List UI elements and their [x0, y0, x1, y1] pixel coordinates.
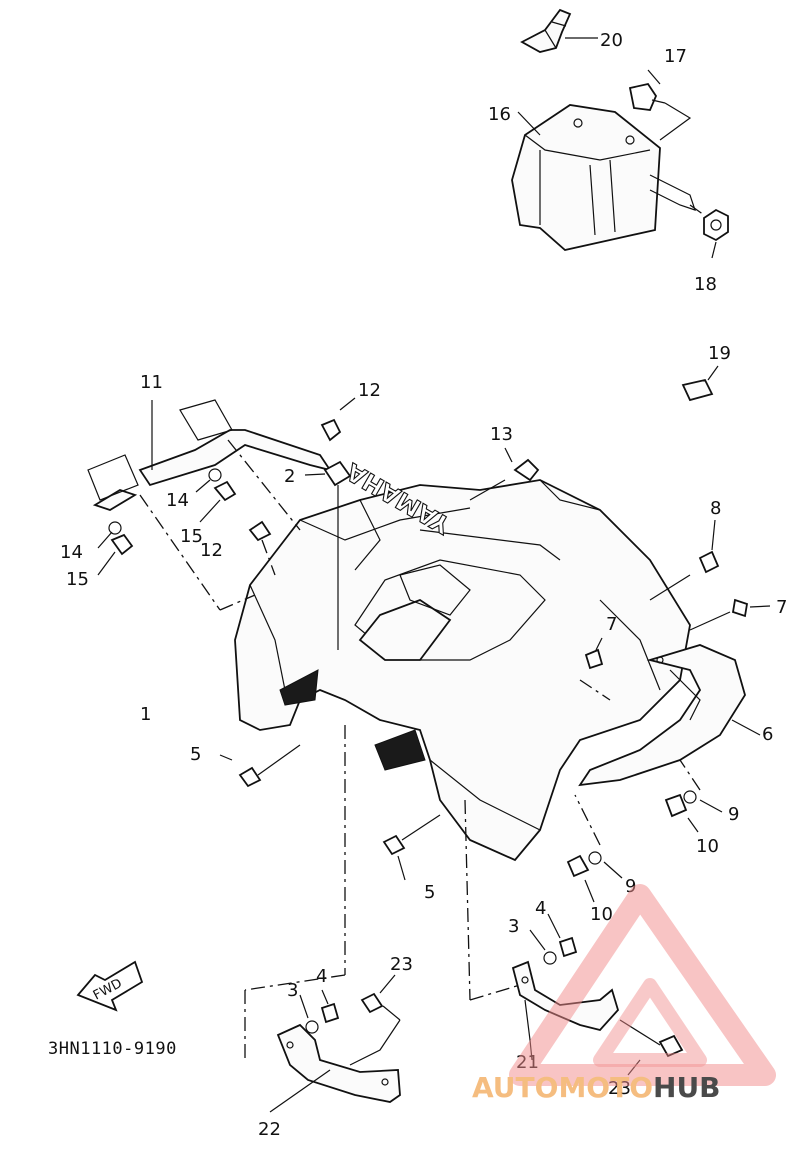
part-clip-20	[520, 8, 598, 53]
callout-label: 22	[258, 1119, 281, 1140]
callout-label: 7	[606, 614, 617, 635]
callout-label: 3	[287, 980, 298, 1001]
callout-label: 11	[140, 372, 163, 393]
callout-label: 5	[424, 882, 435, 903]
callout-label: 10	[590, 904, 613, 925]
callout-label: 10	[696, 836, 719, 857]
callout-label: 14	[166, 490, 189, 511]
callout-label: 4	[316, 966, 327, 987]
fwd-arrow-icon: FWD	[76, 960, 144, 1012]
callout-label: 14	[60, 542, 83, 563]
callout-label: 19	[708, 343, 731, 364]
callout-label: 4	[535, 898, 546, 919]
brand-text: AUTOMOTOHUB	[472, 1071, 721, 1104]
callout-label: 15	[180, 526, 203, 547]
callout-label: 12	[200, 540, 223, 561]
callout-label: 12	[358, 380, 381, 401]
bolt-2	[304, 460, 352, 650]
callout-label: 3	[508, 916, 519, 937]
part-19-plate	[681, 365, 719, 402]
part-cover-16	[511, 104, 696, 251]
callout-label: 1	[140, 704, 151, 725]
nut-18	[689, 204, 729, 259]
callout-label: 17	[664, 46, 687, 67]
callout-label: 2	[284, 466, 295, 487]
washer-nut-3-4-left	[299, 989, 340, 1034]
part-code: 3HN1110-9190	[48, 1039, 177, 1059]
callout-label: 13	[490, 424, 513, 445]
callout-label: 8	[710, 498, 721, 519]
bolt-5-left	[219, 744, 301, 788]
bolt-8	[649, 519, 720, 601]
bolt-7-mid	[579, 637, 611, 701]
callout-label: 18	[694, 274, 717, 295]
washer-nut-3-4-right	[529, 913, 578, 965]
callout-label: 16	[488, 104, 511, 125]
bolt-17	[628, 69, 692, 141]
bolt-5-center	[382, 814, 441, 881]
callout-label: 20	[600, 30, 623, 51]
bolt-7-right	[689, 598, 771, 631]
bolt-13	[469, 447, 540, 501]
watermark-logo: AUTOMOTOHUB	[472, 884, 776, 1104]
washer-nut-14-15-right	[195, 468, 237, 523]
callout-label: 15	[66, 569, 89, 590]
callout-label: 5	[190, 744, 201, 765]
bracket-11	[87, 399, 333, 611]
callout-label: 9	[728, 804, 739, 825]
callout-numbers: 20 17 16 18 19 11 12 13 2 14 15 12 14 15…	[60, 30, 787, 1140]
bolt-12-top	[320, 397, 356, 442]
callout-label: 6	[762, 724, 773, 745]
callout-label: 23	[390, 954, 413, 975]
washer-nut-14-15-left	[97, 521, 134, 576]
washer-nut-9-10-right	[664, 759, 723, 833]
callout-label: 7	[776, 597, 787, 618]
bracket-22	[269, 1023, 401, 1113]
bolt-12-side	[248, 520, 276, 576]
callout-label: 9	[625, 876, 636, 897]
washer-nut-9-10-center	[566, 794, 623, 903]
rear-fender-1: YAMAHA	[234, 457, 691, 862]
bolt-23-left	[349, 974, 401, 1066]
side-flap-6	[578, 644, 761, 787]
